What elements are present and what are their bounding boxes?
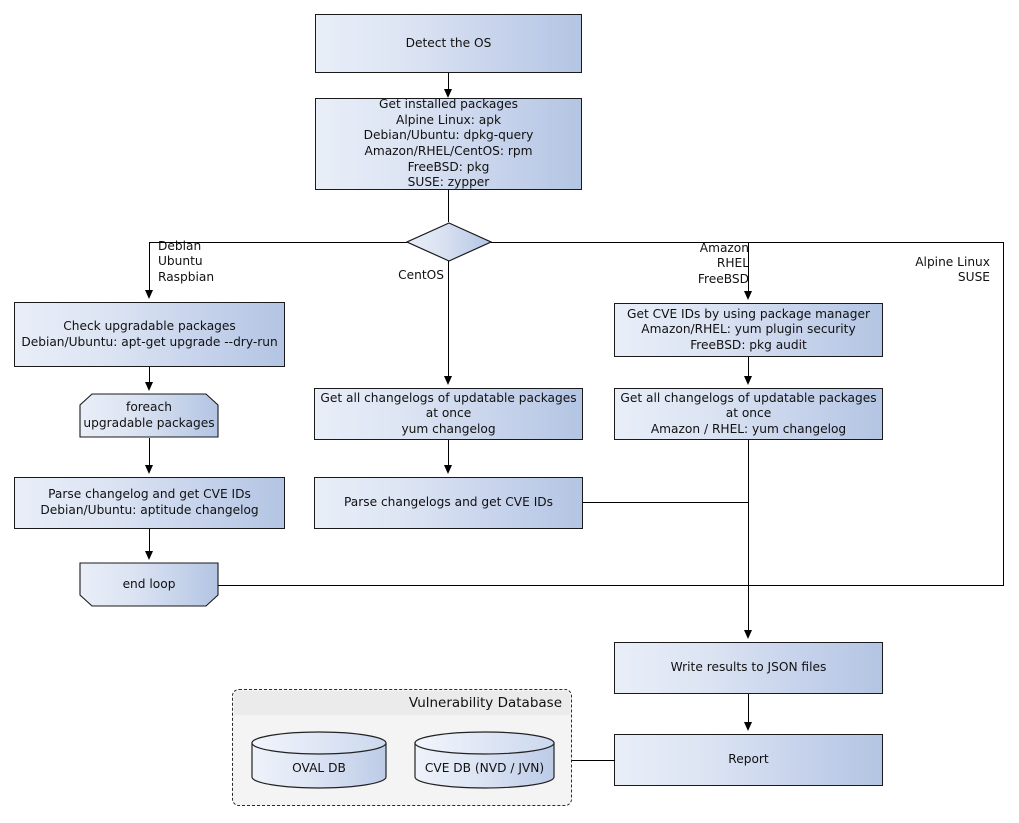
arrow-foreach-to-parse — [144, 465, 153, 474]
connector-db-to-report — [572, 760, 615, 761]
loop-start-shape-icon — [79, 393, 219, 438]
connector-bus-left — [149, 242, 407, 243]
node-end-loop-label: end loop — [122, 576, 176, 591]
node-check-upgradable-label: Check upgradable packages Debian/Ubuntu:… — [21, 318, 278, 349]
database-cylinder-icon — [251, 731, 387, 789]
node-changelogs-centos-label: Get all changelogs of updatable packages… — [320, 390, 577, 436]
diamond-icon — [405, 222, 493, 262]
connector-parse-to-endloop — [149, 529, 150, 551]
node-changelogs-amazon[interactable]: Get all changelogs of updatable packages… — [614, 388, 883, 440]
node-get-cve-ids-pkgmgr[interactable]: Get CVE IDs by using package manager Ama… — [614, 303, 883, 357]
db-oval-label: OVAL DB — [292, 761, 346, 775]
node-parse-changelogs-centos[interactable]: Parse changelogs and get CVE IDs — [314, 477, 583, 529]
node-detect-os[interactable]: Detect the OS — [315, 14, 582, 73]
node-parse-changelogs-centos-label: Parse changelogs and get CVE IDs — [343, 495, 554, 510]
node-parse-changelog-debian[interactable]: Parse changelog and get CVE IDs Debian/U… — [14, 477, 285, 529]
group-vulnerability-database-title: Vulnerability Database — [408, 695, 562, 711]
node-get-installed-packages[interactable]: Get installed packages Alpine Linux: apk… — [315, 97, 582, 190]
node-foreach-loop-label: foreach upgradable packages — [83, 399, 215, 430]
node-write-json-label: Write results to JSON files — [670, 660, 827, 675]
arrow-branch-amazon — [743, 291, 752, 300]
connector-foreach-to-parse — [149, 438, 150, 465]
database-cylinder-icon — [414, 731, 555, 789]
arrow-parse-to-endloop — [144, 551, 153, 560]
arrow-write-json-to-report — [743, 722, 752, 731]
node-end-loop[interactable]: end loop — [79, 562, 219, 607]
node-changelogs-amazon-label: Get all changelogs of updatable packages… — [620, 390, 877, 436]
node-detect-os-label: Detect the OS — [405, 35, 492, 50]
node-get-installed-packages-label: Get installed packages Alpine Linux: apk… — [363, 97, 534, 190]
arrow-check-to-foreach — [144, 382, 153, 391]
node-foreach-loop[interactable]: foreach upgradable packages — [79, 393, 219, 438]
node-parse-changelog-debian-label: Parse changelog and get CVE IDs Debian/U… — [40, 487, 259, 517]
connector-endloop-to-merge — [218, 585, 1004, 586]
db-cve[interactable]: CVE DB (NVD / JVN) — [414, 731, 555, 789]
db-oval[interactable]: OVAL DB — [251, 731, 387, 789]
connector-branch-debian — [149, 242, 150, 290]
node-get-cve-ids-pkgmgr-label: Get CVE IDs by using package manager Ama… — [627, 306, 870, 352]
connector-check-to-foreach — [149, 367, 150, 382]
connector-changelogs-to-parse-centos — [448, 440, 449, 465]
connector-cve-to-changelogs-amazon — [748, 357, 749, 376]
connector-bus-right — [491, 242, 1004, 243]
connector-branch-alpine — [1003, 242, 1004, 586]
arrow-detect-to-install — [443, 89, 452, 98]
node-check-upgradable[interactable]: Check upgradable packages Debian/Ubuntu:… — [14, 302, 285, 367]
connector-install-to-decision — [448, 190, 449, 222]
connector-detect-to-install — [448, 73, 449, 90]
arrow-trunk-to-write-json — [743, 630, 752, 639]
connector-parse-centos-to-trunk — [583, 502, 749, 503]
connector-branch-amazon — [748, 242, 749, 291]
node-changelogs-centos[interactable]: Get all changelogs of updatable packages… — [314, 388, 583, 440]
node-decision-os-family[interactable] — [405, 222, 493, 262]
branch-label-debian: Debian Ubuntu Raspbian — [158, 239, 215, 284]
arrow-cve-to-changelogs-amazon — [743, 376, 752, 385]
group-vulnerability-database-title-bar: Vulnerability Database — [234, 691, 570, 715]
node-report-label: Report — [728, 752, 769, 767]
loop-end-shape-icon — [79, 562, 219, 607]
branch-label-centos: CentOS — [398, 268, 444, 282]
node-report[interactable]: Report — [614, 734, 883, 786]
branch-label-alpine: Alpine Linux SUSE — [915, 255, 990, 285]
db-cve-label: CVE DB (NVD / JVN) — [424, 761, 545, 775]
connector-branch-centos — [448, 261, 449, 376]
connector-write-json-to-report — [748, 694, 749, 722]
arrow-branch-centos — [443, 376, 452, 385]
connector-trunk-to-write-json — [748, 440, 749, 630]
arrow-branch-debian — [144, 290, 153, 299]
node-write-json[interactable]: Write results to JSON files — [614, 642, 883, 694]
branch-label-amazon: Amazon RHEL FreeBSD — [697, 241, 749, 286]
arrow-changelogs-to-parse-centos — [443, 465, 452, 474]
